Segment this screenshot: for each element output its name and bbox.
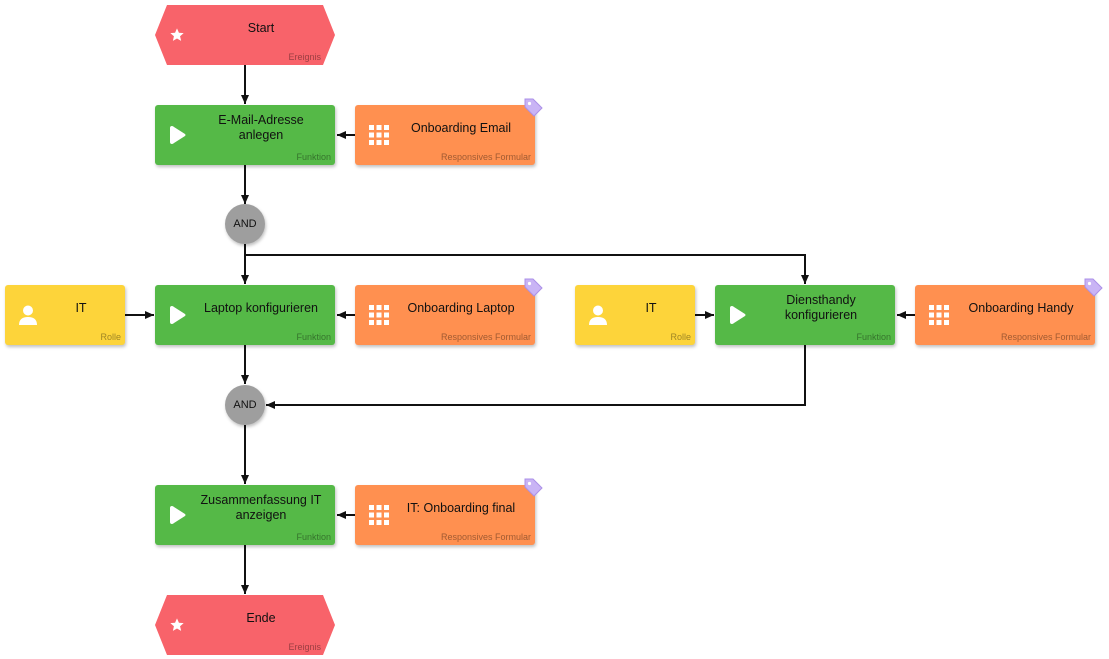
- laptop-function[interactable]: Laptop konfigurieren Funktion: [155, 285, 335, 345]
- play-icon: [170, 306, 186, 324]
- email-function-label: E-Mail-Adresse anlegen: [218, 113, 304, 142]
- and-gateway-join[interactable]: AND: [225, 385, 265, 425]
- summary-function-label: Zusammenfassung IT anzeigen: [200, 493, 322, 522]
- role-it-laptop-label: IT: [75, 300, 87, 315]
- summary-form-label: IT: Onboarding final: [406, 500, 516, 515]
- handy-form-label: Onboarding Handy: [968, 300, 1074, 315]
- handy-function-type: Funktion: [856, 332, 891, 342]
- summary-function-type: Funktion: [296, 532, 331, 542]
- play-icon: [170, 506, 186, 524]
- email-form-label: Onboarding Email: [410, 120, 512, 135]
- play-icon: [730, 306, 746, 324]
- email-function-type: Funktion: [296, 152, 331, 162]
- grid-icon: [369, 125, 389, 145]
- laptop-form-label: Onboarding Laptop: [407, 300, 515, 315]
- user-icon: [19, 305, 37, 325]
- laptop-function-label: Laptop konfigurieren: [204, 300, 318, 315]
- tag-icon: [524, 478, 543, 497]
- handy-form[interactable]: Onboarding Handy Responsives Formular: [915, 278, 1103, 345]
- end-event-label: Ende: [246, 610, 276, 625]
- end-event-type: Ereignis: [288, 642, 321, 652]
- grid-icon: [929, 305, 949, 325]
- summary-form-type: Responsives Formular: [440, 532, 531, 542]
- tag-icon: [1084, 278, 1103, 297]
- summary-form[interactable]: IT: Onboarding final Responsives Formula…: [355, 478, 543, 545]
- summary-function[interactable]: Zusammenfassung IT anzeigen Funktion: [155, 485, 335, 545]
- start-event-type: Ereignis: [288, 52, 321, 62]
- end-event[interactable]: Ende Ereignis: [155, 595, 335, 655]
- star-icon: [169, 27, 185, 43]
- edge-and1-to-handy: [245, 254, 809, 284]
- play-icon: [170, 126, 186, 144]
- role-it-handy[interactable]: IT Rolle: [575, 285, 695, 345]
- role-it-laptop[interactable]: IT Rolle: [5, 285, 125, 345]
- email-form[interactable]: Onboarding Email Responsives Formular: [355, 98, 543, 165]
- role-it-laptop-type: Rolle: [100, 332, 121, 342]
- handy-function-label: Diensthandy konfigurieren: [784, 293, 858, 322]
- role-it-handy-type: Rolle: [670, 332, 691, 342]
- tag-icon: [524, 278, 543, 297]
- start-event-label: Start: [247, 20, 275, 35]
- and-gateway-split[interactable]: AND: [225, 204, 265, 244]
- email-function[interactable]: E-Mail-Adresse anlegen Funktion: [155, 105, 335, 165]
- laptop-form[interactable]: Onboarding Laptop Responsives Formular: [355, 278, 543, 345]
- start-event[interactable]: Start Ereignis: [155, 5, 335, 65]
- laptop-form-type: Responsives Formular: [440, 332, 531, 342]
- edge-handy-to-and2: [266, 345, 806, 409]
- star-icon: [169, 617, 185, 633]
- laptop-function-type: Funktion: [296, 332, 331, 342]
- grid-icon: [369, 505, 389, 525]
- handy-function[interactable]: Diensthandy konfigurieren Funktion: [715, 285, 895, 345]
- email-form-type: Responsives Formular: [440, 152, 531, 162]
- tag-icon: [524, 98, 543, 117]
- grid-icon: [369, 305, 389, 325]
- handy-form-type: Responsives Formular: [1000, 332, 1091, 342]
- role-it-handy-label: IT: [645, 300, 657, 315]
- user-icon: [589, 305, 607, 325]
